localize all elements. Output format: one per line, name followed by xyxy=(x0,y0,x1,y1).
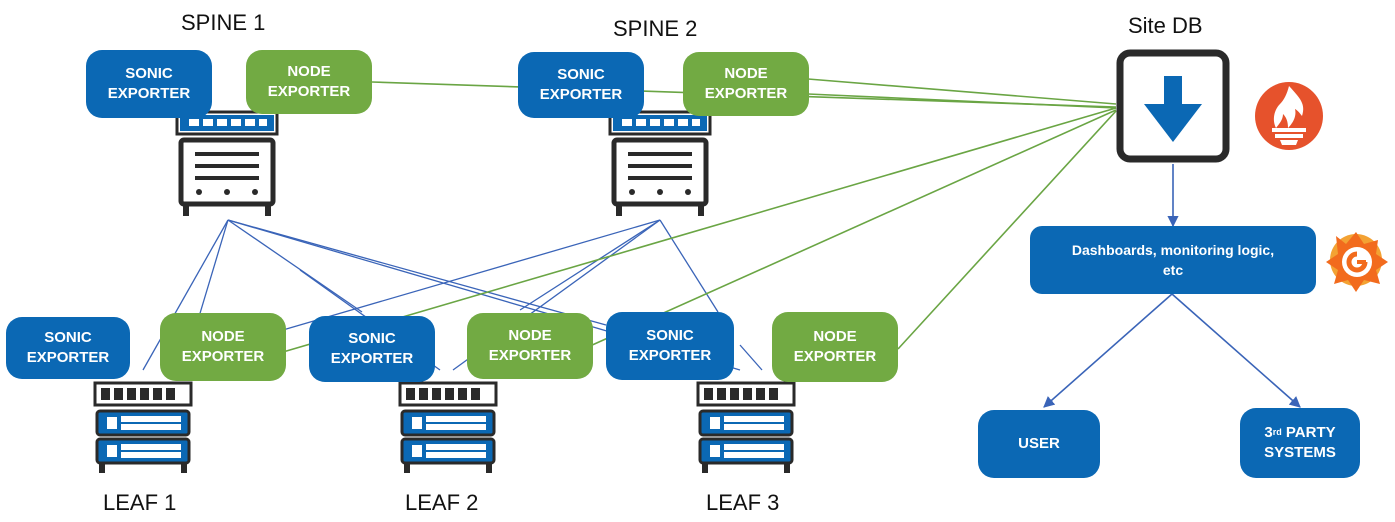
exporter-label: NODE EXPORTER xyxy=(267,63,351,100)
link-spine2-leaf1 xyxy=(275,219,661,333)
leaf2-node-exporter: NODE EXPORTER xyxy=(467,313,593,379)
link-leaf3-down xyxy=(739,344,763,371)
link-spine1-leaf1a xyxy=(142,219,229,371)
telemetry-leaf3 xyxy=(897,110,1117,350)
leaf1-label: LEAF 1 xyxy=(103,490,177,515)
prometheus-logo-icon xyxy=(1255,82,1323,150)
telemetry-leaf2 xyxy=(589,109,1117,347)
third-party-systems: SYSTEMS xyxy=(1264,444,1336,461)
exporter-label: SONIC EXPORTER xyxy=(539,66,623,103)
user-box: USER xyxy=(978,410,1100,478)
telemetry-leaf1 xyxy=(282,107,1117,353)
telemetry-links xyxy=(282,78,1117,353)
leaf2-label: LEAF 2 xyxy=(405,490,479,515)
leaf-switch-icon xyxy=(93,381,193,475)
spine1-node-exporter: NODE EXPORTER xyxy=(246,50,372,114)
leaf3-label: LEAF 3 xyxy=(706,490,780,515)
third-party-systems-box: 3rd PARTY SYSTEMS xyxy=(1240,408,1360,478)
spine2-node-exporter: NODE EXPORTER xyxy=(683,52,809,116)
telemetry-spine2-b xyxy=(807,93,1117,109)
exporter-label: SONIC EXPORTER xyxy=(107,65,191,102)
exporter-label: NODE EXPORTER xyxy=(704,65,788,102)
link-spine2-leaf2a xyxy=(519,219,661,311)
exporter-label: NODE EXPORTER xyxy=(181,328,265,365)
telemetry-spine2-a xyxy=(807,78,1117,105)
dashboards-box: Dashboards, monitoring logic, etc xyxy=(1030,226,1316,294)
spine1-sonic-exporter: SONIC EXPORTER xyxy=(86,50,212,118)
spine-switch-icon xyxy=(177,112,277,216)
leaf-switch-icon xyxy=(696,381,796,475)
site-db-label: Site DB xyxy=(1128,13,1203,38)
third-party-suffix: rd xyxy=(1272,427,1282,437)
spine-switch-icon xyxy=(610,112,710,216)
spine2-sonic-exporter: SONIC EXPORTER xyxy=(518,52,644,118)
dashboards-to-third-party-arrow xyxy=(1171,293,1301,408)
spine2-label: SPINE 2 xyxy=(613,16,698,41)
link-spine1-leaf2a xyxy=(227,219,363,313)
link-spine2-leaf3 xyxy=(659,219,719,313)
exporter-label: NODE EXPORTER xyxy=(488,327,572,364)
third-party-number: 3 xyxy=(1264,424,1273,441)
flow-arrows xyxy=(1043,164,1301,408)
download-arrow-icon xyxy=(1116,49,1230,163)
link-spine1-leaf3a xyxy=(227,219,607,326)
leaf1-sonic-exporter: SONIC EXPORTER xyxy=(6,317,130,379)
dashboards-label: Dashboards, monitoring logic, etc xyxy=(1071,242,1275,278)
third-party-label: 3rd PARTY SYSTEMS xyxy=(1264,423,1336,463)
leaf3-node-exporter: NODE EXPORTER xyxy=(772,312,898,382)
dashboards-to-user-arrow xyxy=(1043,293,1173,408)
leaf2-sonic-exporter: SONIC EXPORTER xyxy=(309,316,435,382)
exporter-label: SONIC EXPORTER xyxy=(628,327,712,364)
exporter-label: SONIC EXPORTER xyxy=(26,329,110,366)
grafana-logo-icon xyxy=(1326,232,1388,292)
spine1-label: SPINE 1 xyxy=(181,10,266,35)
leaf3-sonic-exporter: SONIC EXPORTER xyxy=(606,312,734,380)
user-label: USER xyxy=(1018,435,1060,452)
exporter-label: SONIC EXPORTER xyxy=(330,330,414,367)
leaf-switch-icon xyxy=(398,381,498,475)
exporter-label: NODE EXPORTER xyxy=(793,328,877,365)
fabric-links xyxy=(142,219,763,371)
leaf1-node-exporter: NODE EXPORTER xyxy=(160,313,286,381)
third-party-word: PARTY xyxy=(1285,424,1336,441)
